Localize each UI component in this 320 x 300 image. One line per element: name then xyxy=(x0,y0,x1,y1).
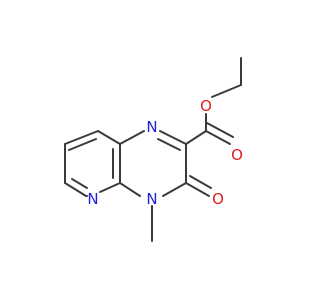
bond-c8a-c8 xyxy=(97,130,121,145)
bond-o-ch2 xyxy=(211,84,242,98)
atom-o-ester-single: O xyxy=(200,97,212,115)
atom-n1: N xyxy=(146,118,157,136)
bond-c6-c5 xyxy=(64,182,87,197)
bond-c3-o-carbonyl xyxy=(185,182,210,197)
atom-o-carbonyl: O xyxy=(212,190,224,208)
bond-c8-c7-inner xyxy=(68,138,97,151)
atom-n5: N xyxy=(87,190,98,208)
bond-c8-c7 xyxy=(64,130,99,145)
bond-c-ester-o-double-inner xyxy=(206,122,234,138)
bond-n4-c4a xyxy=(119,182,141,197)
bond-c-ester-o-double xyxy=(205,130,231,145)
molecule-structure: N N N O O O xyxy=(64,57,243,242)
atom-n4: N xyxy=(146,190,157,208)
bond-c3-n4 xyxy=(162,182,187,197)
bond-c3-o-carbonyl-double xyxy=(189,175,212,189)
bond-n1-c2 xyxy=(159,130,187,145)
bond-c2-c-ester xyxy=(185,130,207,145)
bond-c8a-n1 xyxy=(119,130,145,145)
bond-n1-c2-inner xyxy=(157,138,181,151)
bond-n5-c4a xyxy=(99,182,121,193)
atom-o-ester-double: O xyxy=(231,146,243,164)
bond-c6-c5-inner xyxy=(71,178,88,189)
